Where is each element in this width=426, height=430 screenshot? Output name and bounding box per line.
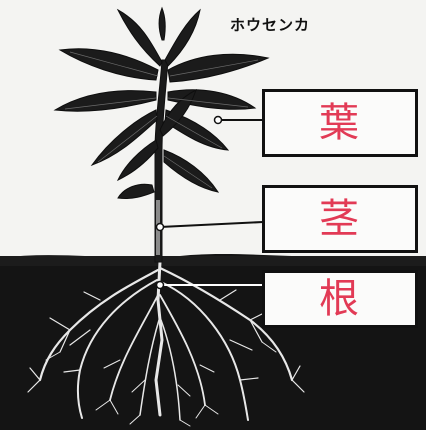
leaf-answer-text: 葉 [319,100,361,146]
root-label-box[interactable]: 根 [262,270,418,328]
stem-leader-line [159,221,264,228]
root-answer-text: 根 [319,276,361,322]
diagram-title: ホウセンカ [230,16,311,34]
leaves [53,6,270,199]
leaf-veins [64,51,259,189]
leaf-leader-dot [213,115,223,125]
root-leader-dot [155,280,165,290]
leader-lines [155,115,264,290]
stem-answer-text: 茎 [319,196,361,242]
soil-surface [0,256,426,266]
stem-label-box[interactable]: 茎 [262,185,418,253]
stem-leader-dot [155,222,165,232]
leaf-label-box[interactable]: 葉 [262,89,418,157]
